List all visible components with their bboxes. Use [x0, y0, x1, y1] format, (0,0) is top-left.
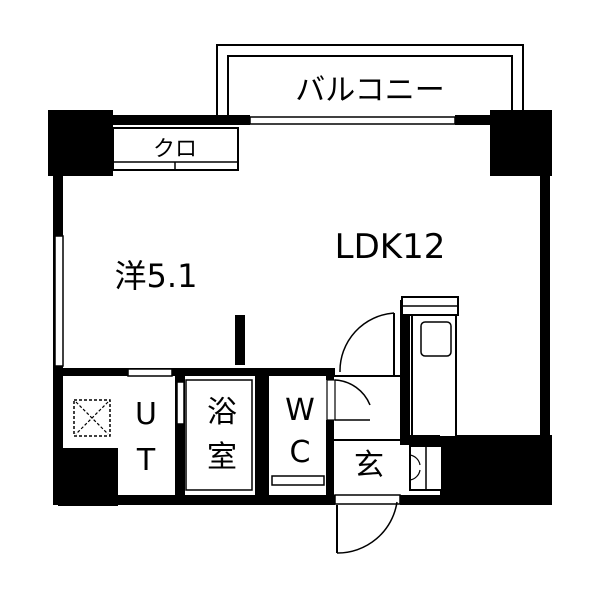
bath-label-2: 室: [207, 440, 237, 475]
ldk-door: [330, 312, 402, 377]
wc-room: W C: [271, 393, 325, 486]
wet-area-top-wall: [60, 368, 335, 377]
entrance: 玄: [330, 439, 443, 491]
ut-t-label: T: [136, 443, 156, 478]
sink: [420, 321, 452, 357]
balcony: バルコニー: [216, 44, 524, 123]
left-window: [54, 235, 64, 367]
closet-label: クロ: [153, 137, 197, 162]
closet: クロ: [112, 127, 239, 171]
balcony-label: バルコニー: [295, 73, 444, 108]
western-room-label: 洋5.1: [115, 257, 198, 295]
bathroom: 浴 室: [185, 379, 253, 491]
ldk-label: LDK12: [335, 227, 446, 267]
columns: [48, 110, 552, 506]
ut-bath-wall: [175, 372, 185, 500]
utility-room: U T: [73, 397, 157, 478]
entrance-label: 玄: [354, 448, 384, 483]
wc-w-label: W: [285, 393, 315, 428]
kitchen: [400, 296, 459, 445]
front-door: [334, 494, 401, 554]
bath-label-1: 浴: [207, 395, 237, 430]
ut-u-label: U: [135, 397, 157, 432]
wc-c-label: C: [290, 435, 311, 470]
